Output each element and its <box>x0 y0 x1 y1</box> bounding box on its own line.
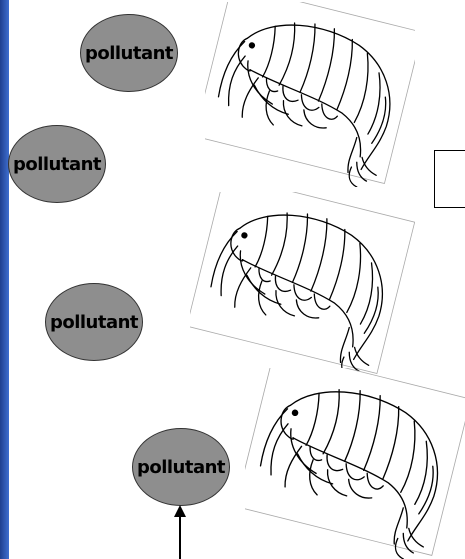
up-arrow-icon <box>165 505 195 559</box>
pollutant-label: pollutant <box>50 312 138 333</box>
amphipod-icon <box>190 192 415 377</box>
pollutant-label: pollutant <box>13 154 101 175</box>
pollutant-circle: pollutant <box>8 125 106 203</box>
slide-left-bar <box>0 0 9 559</box>
pollutant-circle: pollutant <box>80 14 178 92</box>
cropped-box <box>434 150 465 208</box>
pollutant-label: pollutant <box>137 457 225 478</box>
amphipod-icon <box>205 2 415 187</box>
pollutant-circle: pollutant <box>45 283 143 361</box>
pollutant-label: pollutant <box>85 43 173 64</box>
amphipod-icon <box>245 368 465 559</box>
pollutant-circle: pollutant <box>132 428 230 506</box>
